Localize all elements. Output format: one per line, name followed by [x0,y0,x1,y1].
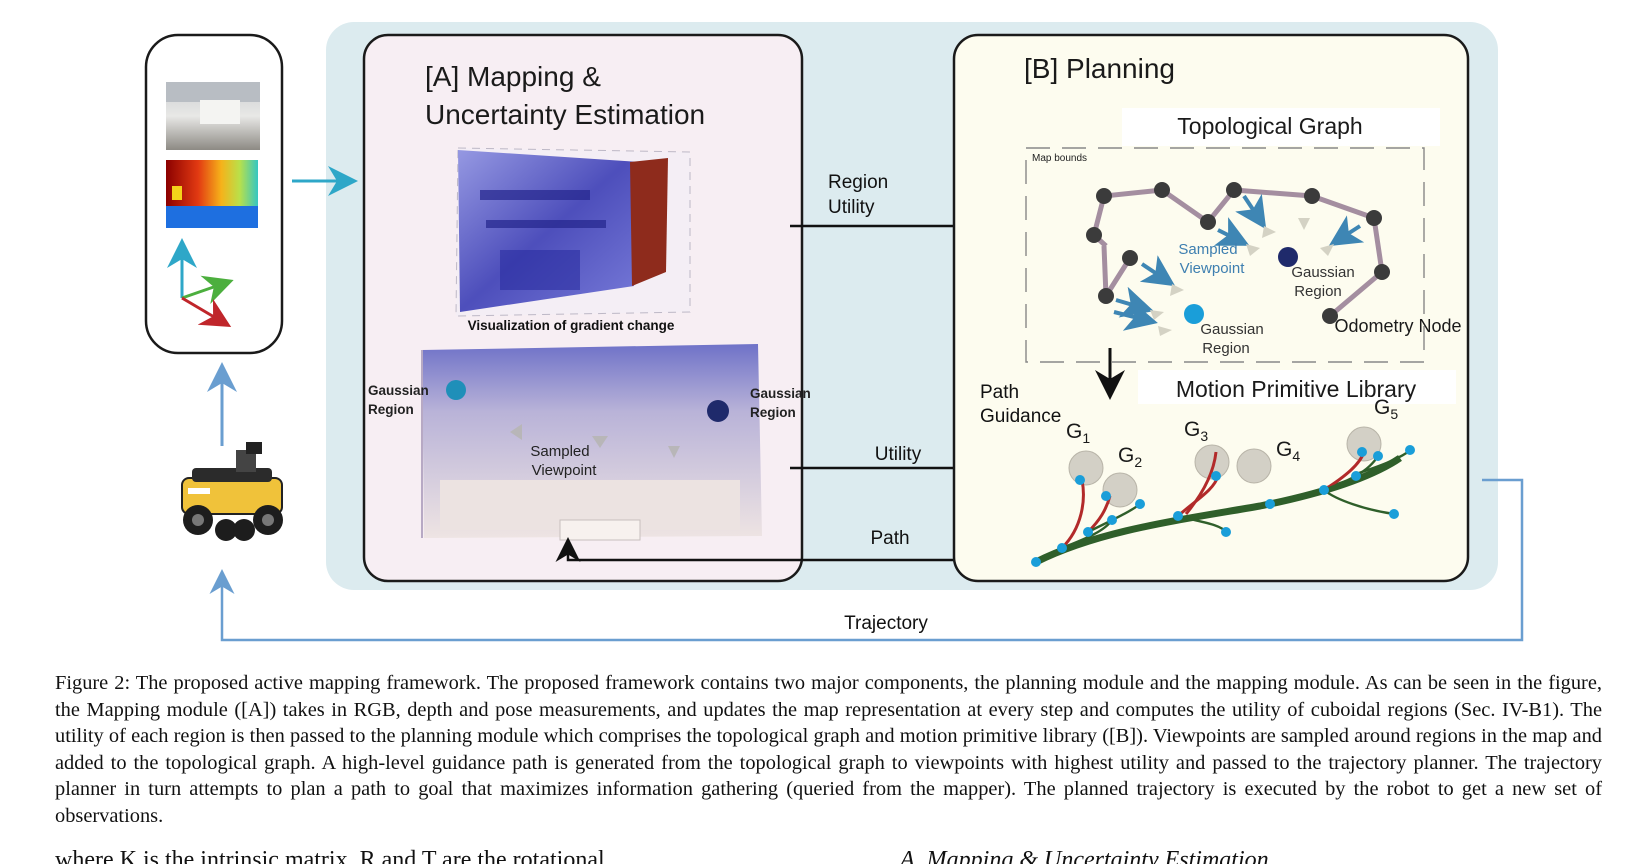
depth-object [172,186,182,200]
goal-g1: G1 [1066,420,1090,446]
body-text-right: A. Mapping & Uncertainty Estimation [900,847,1269,864]
goal-g4: G4 [1276,438,1300,464]
path-label: Path [870,528,909,549]
mpl-title: Motion Primitive Library [1176,376,1417,402]
odometry-node-label: Odometry Node [1334,316,1461,336]
body-text-left: where K is the intrinsic matrix, R and T… [55,847,605,864]
depth-floor [166,206,258,228]
path-arrow [555,537,1024,562]
trajectory-label: Trajectory [844,613,928,634]
viz-gradient-label: Visualization of gradient change [468,318,675,333]
gaussian-region-right-dot [707,400,729,422]
pose-axis-x [181,296,232,328]
panel-b-title: [B] Planning [1024,53,1175,84]
sampled-viewpoint-a-1: Sampled [530,443,589,460]
mpl-title-bg [1138,370,1456,404]
body-text-cutoff: where K is the intrinsic matrix, R and T… [55,845,1602,864]
trajectory-line [209,478,1524,642]
panel-a-title-line1: [A] Mapping & [425,61,601,92]
rgb-wall [200,100,240,124]
rgb-ceiling [166,82,260,102]
pose-axis-y [181,275,234,305]
figure-caption: Figure 2: The proposed active mapping fr… [55,672,1602,827]
panel-a-title-line2: Uncertainty Estimation [425,99,705,130]
gaussian-left-label-1: Gaussian [368,383,429,398]
gaussian-right-label-1: Gaussian [750,386,811,401]
map-bounds-label: Map bounds [1032,153,1087,164]
gaussian-left-label-2: Region [368,402,414,417]
gaussian-region-left-dot [446,380,466,400]
point-cloud-visualization [455,147,691,317]
utility-label: Utility [875,444,922,465]
gaussian-region-b2-2: Region [1202,340,1250,357]
goal-g2: G2 [1118,444,1142,470]
goal-g3: G3 [1184,418,1208,444]
path-guidance-label-2: Guidance [980,406,1061,427]
region-utility-label-2: Utility [828,197,875,218]
path-guidance-label-1: Path [980,382,1019,403]
map-top-down [421,344,762,541]
sampled-viewpoint-a-2: Viewpoint [532,462,598,479]
gaussian-right-label-2: Region [750,405,796,420]
motion-primitives [1031,426,1415,567]
figure-2: Trajectory [A] Mapping & Uncertainty Est… [144,22,1524,642]
robot-icon [181,442,283,541]
goal-g5: G5 [1374,396,1398,422]
gaussian-region-b2-1: Gaussian [1200,321,1263,338]
region-utility-label-1: Region [828,172,888,193]
gaussian-region-b1-2: Region [1294,283,1342,300]
topological-graph [1086,182,1390,336]
gaussian-region-cyan-dot [1184,304,1204,324]
gaussian-region-b1-1: Gaussian [1291,264,1354,281]
sampled-viewpoint-b-2: Viewpoint [1180,260,1246,277]
topo-title-bg [1122,108,1440,146]
gaussian-region-dark-dot [1278,247,1298,267]
sampled-viewpoint-b-1: Sampled [1178,241,1237,258]
topo-graph-title: Topological Graph [1177,113,1362,139]
map-bounds-box [1025,147,1425,363]
framework-diagram: Trajectory [A] Mapping & Uncertainty Est… [144,22,1524,642]
panel-b [952,33,1470,583]
goal-labels: G1 G2 G3 G4 G5 [1066,396,1398,470]
